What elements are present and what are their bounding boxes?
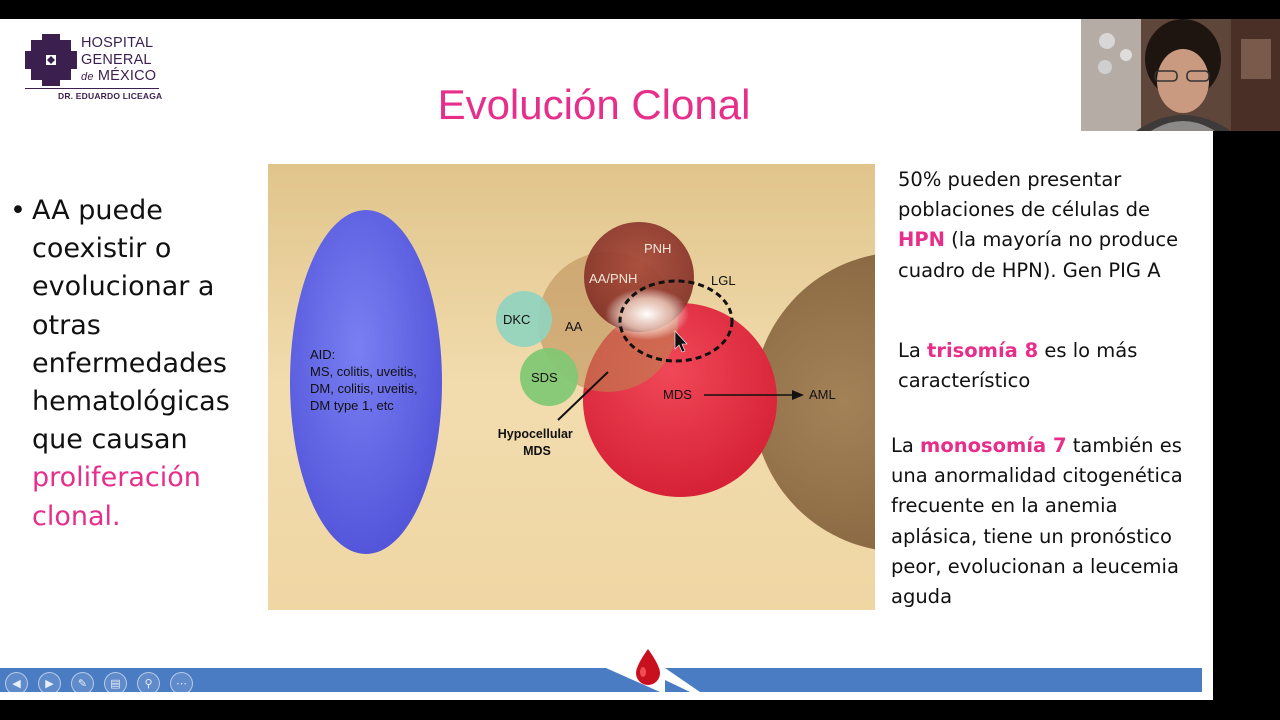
slides-icon[interactable]: ▤: [104, 672, 127, 695]
text-monosomia-a: La: [891, 434, 914, 457]
logo-line-1: HOSPITAL: [81, 35, 154, 51]
text-monosomia-highlight: monosomía 7: [920, 434, 1067, 457]
text-monosomia: La monosomía 7 también es una anormalida…: [891, 431, 1196, 612]
dkc-circle: [496, 291, 552, 347]
bullet-dot: •: [10, 195, 26, 226]
label-dkc: DKC: [503, 312, 530, 327]
presenter-video-icon: [1081, 19, 1280, 131]
pen-icon[interactable]: ✎: [71, 672, 94, 695]
text-hpn-highlight: HPN: [898, 228, 945, 252]
more-icon[interactable]: ⋯: [170, 672, 193, 695]
zoom-icon[interactable]: ⚲: [137, 672, 160, 695]
aid-line-1: AID:: [310, 347, 335, 362]
label-aa: AA: [565, 319, 583, 334]
text-monosomia-b: también es una anormalidad citogenética …: [891, 434, 1183, 609]
aid-line-4: DM type 1, etc: [310, 398, 394, 413]
top-letterbox: [0, 0, 1280, 19]
slideshow-controls: ◀ ▶ ✎ ▤ ⚲ ⋯: [5, 672, 193, 695]
webcam-video: [1081, 19, 1280, 131]
mouse-cursor-icon: [674, 330, 688, 353]
aid-line-3: DM, colitis, uveitis,: [310, 381, 418, 396]
aid-label: AID: MS, colitis, uveitis, DM, colitis, …: [310, 347, 421, 413]
label-sds: SDS: [531, 370, 558, 385]
text-trisomia-highlight: trisomía 8: [927, 339, 1039, 362]
label-pnh: PNH: [644, 241, 671, 256]
logo-mexico: MÉXICO: [97, 68, 157, 84]
label-aa-pnh: AA/PNH: [589, 271, 637, 286]
aml-circle: [753, 254, 875, 550]
clonal-evolution-diagram: AID: MS, colitis, uveitis, DM, colitis, …: [268, 164, 875, 610]
text-hpn: 50% pueden presentar poblaciones de célu…: [898, 165, 1203, 286]
text-hpn-b: (la mayoría no produce cuadro de HPN). G…: [898, 228, 1179, 282]
aid-line-2: MS, colitis, uveitis,: [310, 364, 417, 379]
blood-drop-icon: [636, 649, 660, 685]
logo-line-3: de MÉXICO: [81, 68, 156, 86]
text-trisomia-b: es lo más característico: [898, 339, 1138, 393]
logo-name: HOSPITAL GENERAL de MÉXICO: [81, 35, 156, 86]
logo-de: de: [81, 71, 94, 83]
bullet-text: AA puede coexistir o evolucionar a otras…: [32, 192, 262, 536]
hypo-line-2: MDS: [523, 444, 551, 458]
text-hpn-a: 50% pueden presentar poblaciones de célu…: [898, 168, 1151, 222]
right-letterbox: [1213, 131, 1280, 700]
bullet-highlight: proliferación clonal.: [32, 462, 201, 532]
lgl-dashed-circle: [618, 279, 734, 363]
label-aml: AML: [809, 387, 836, 402]
hospital-cross-icon: [25, 34, 77, 86]
hypo-mds-pointer-line: [557, 371, 609, 421]
hypo-line-1: Hypocellular: [498, 427, 573, 441]
mds-aml-arrow-head: [792, 390, 804, 400]
logo-divider: [25, 88, 159, 89]
label-lgl: LGL: [711, 273, 736, 288]
presentation-slide: HOSPITAL GENERAL de MÉXICO DR. EDUARDO L…: [0, 19, 1213, 700]
logo-subtitle: DR. EDUARDO LICEAGA: [58, 91, 163, 101]
logo-line-2: GENERAL: [81, 51, 152, 68]
label-hypocellular-mds: Hypocellular MDS: [498, 427, 577, 458]
aid-oval: [290, 210, 442, 554]
slide-title: Evolución Clonal: [437, 81, 751, 128]
hospital-logo: HOSPITAL GENERAL de MÉXICO DR. EDUARDO L…: [25, 34, 165, 109]
label-mds: MDS: [663, 387, 692, 402]
bottom-letterbox: [0, 700, 1280, 720]
prev-icon[interactable]: ◀: [5, 672, 28, 695]
text-trisomia-a: La: [898, 339, 921, 362]
text-trisomia: La trisomía 8 es lo más característico: [898, 336, 1203, 396]
sds-circle: [520, 348, 578, 406]
play-icon[interactable]: ▶: [38, 672, 61, 695]
bullet-main-text: AA puede coexistir o evolucionar a otras…: [32, 195, 230, 456]
